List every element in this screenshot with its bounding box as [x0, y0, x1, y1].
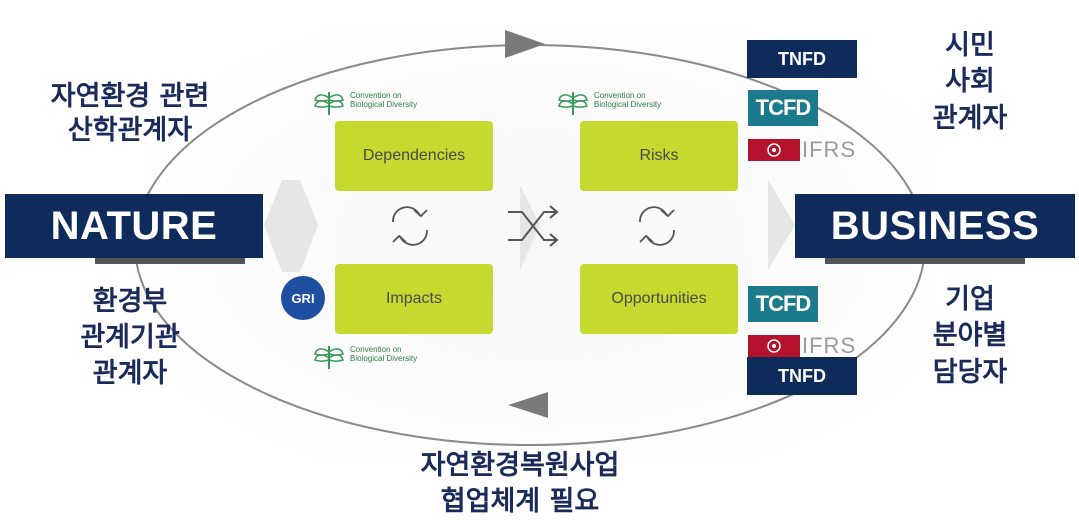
impacts-box: Impacts — [335, 264, 493, 334]
tcfd-logo-top: TCFD — [748, 90, 818, 126]
leaf-icon — [314, 346, 344, 369]
shuffle-icon — [508, 205, 559, 247]
cbd-text: Convention on Biological Diversity — [350, 345, 418, 363]
leaf-icon — [314, 92, 344, 115]
ifrs-logo-top: IFRS — [748, 137, 856, 163]
nature-label: NATURE — [5, 194, 263, 258]
right-chevron-shape — [768, 180, 795, 270]
ifrs-flower-icon — [767, 143, 781, 157]
left-bottom-text: 환경부 관계기관 관계자 — [80, 286, 180, 389]
ifrs-mark — [748, 335, 800, 357]
middle-chevron-shape — [520, 185, 540, 270]
cbd-logo-top-right: Convention on Biological Diversity — [556, 86, 661, 116]
tcfd-logo-bottom: TCFD — [748, 286, 818, 322]
cbd-text: Convention on Biological Diversity — [594, 91, 662, 109]
leaf-icon — [558, 92, 588, 115]
right-top-text: 시민 사회 관계자 — [932, 30, 1008, 134]
cbd-logo-bottom-left: Convention on Biological Diversity — [312, 340, 417, 370]
ifrs-text: IFRS — [802, 333, 857, 358]
tnfd-logo-bottom: TNFD — [747, 357, 857, 395]
right-bottom-text: 기업 분야별 담당자 — [932, 284, 1008, 388]
ifrs-mark — [748, 139, 800, 161]
ifrs-text: IFRS — [802, 137, 857, 162]
cycle-icon-left — [392, 206, 428, 246]
cbd-logo-top-left: Convention on Biological Diversity — [312, 86, 417, 116]
top-arrowhead — [505, 30, 545, 58]
cbd-text: Convention on Biological Diversity — [350, 91, 418, 109]
nature-shadow — [95, 258, 245, 264]
business-shadow — [825, 258, 1025, 264]
left-chevron-shape — [264, 180, 318, 272]
opportunities-box: Opportunities — [580, 264, 738, 334]
ifrs-logo-bottom: IFRS — [748, 333, 856, 359]
tnfd-logo-top: TNFD — [747, 40, 857, 78]
risks-box: Risks — [580, 121, 738, 191]
ifrs-flower-icon — [767, 339, 781, 353]
business-label: BUSINESS — [795, 194, 1075, 258]
bottom-text: 자연환경복원사업 협업체계 필요 — [420, 450, 620, 518]
bottom-arrowhead — [508, 392, 548, 418]
cycle-icon-right — [639, 206, 675, 246]
dependencies-box: Dependencies — [335, 121, 493, 191]
left-top-text: 자연환경 관련 산학관계자 — [50, 81, 210, 146]
gri-logo: GRI — [281, 276, 325, 320]
